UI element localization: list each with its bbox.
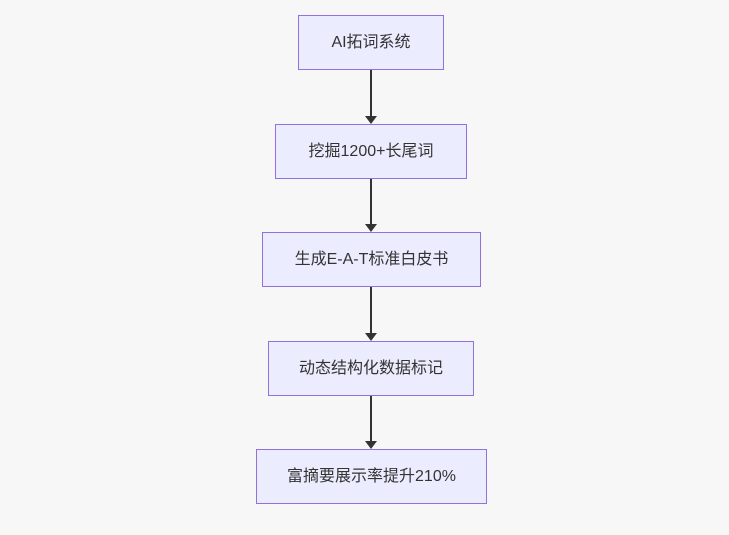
flow-node-rich-snippet-result: 富摘要展示率提升210% — [256, 449, 487, 504]
arrowhead-down-icon — [365, 333, 377, 341]
flow-edge-3 — [365, 287, 377, 341]
edge-line — [370, 70, 372, 117]
flow-node-structured-data: 动态结构化数据标记 — [268, 341, 474, 396]
flow-node-label: 动态结构化数据标记 — [298, 359, 443, 377]
flow-node-eat-whitepaper: 生成E-A-T标准白皮书 — [262, 232, 481, 287]
flow-node-label: 富摘要展示率提升210% — [287, 467, 456, 485]
edge-line — [370, 179, 372, 225]
edge-line — [370, 396, 372, 442]
flow-edge-2 — [365, 179, 377, 232]
flow-node-label: 挖掘1200+长尾词 — [308, 142, 434, 160]
flow-node-longtail-mining: 挖掘1200+长尾词 — [275, 124, 467, 179]
flow-edge-4 — [365, 396, 377, 449]
arrowhead-down-icon — [365, 224, 377, 232]
flow-node-ai-word-system: AI拓词系统 — [298, 15, 444, 70]
arrowhead-down-icon — [365, 441, 377, 449]
flow-node-label: AI拓词系统 — [331, 33, 411, 51]
flow-edge-1 — [365, 70, 377, 124]
flow-node-label: 生成E-A-T标准白皮书 — [294, 250, 449, 268]
edge-line — [370, 287, 372, 334]
arrowhead-down-icon — [365, 116, 377, 124]
